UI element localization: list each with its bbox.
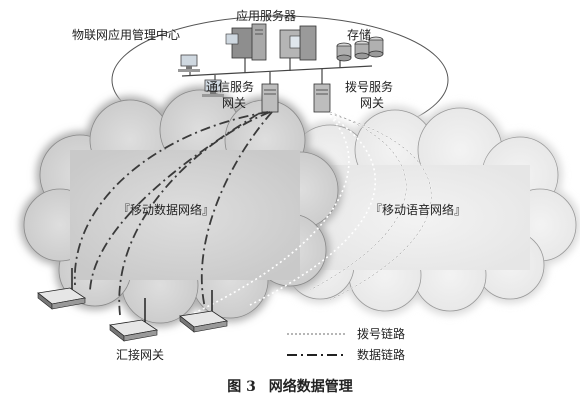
communication-gateway-server-icon [261, 83, 279, 113]
storage-label: 存储 [347, 28, 372, 42]
application-server-icon [225, 23, 267, 61]
aggregation-gateway-device [179, 290, 229, 333]
iot-center-label: 物联网应用管理中心 [72, 28, 181, 42]
mobile-data-network-cloud [20, 86, 342, 327]
data-links [74, 111, 273, 316]
workstation-icon [178, 54, 200, 72]
app-server-label: 应用服务器 [236, 9, 297, 23]
dial-gateway-label-2: 网关 [360, 96, 385, 110]
mobile-data-network-label: 『移动数据网络』 [118, 203, 215, 217]
application-server-icon [279, 25, 317, 61]
figure-number: 图 3 [227, 379, 256, 395]
aggregation-gateway-label: 汇接网关 [116, 348, 165, 362]
aggregation-gateway-device [109, 298, 159, 342]
legend-data-link-label: 数据链路 [357, 348, 406, 362]
figure-title: 网络数据管理 [268, 379, 353, 395]
comm-gateway-label-2: 网关 [222, 96, 247, 110]
comm-gateway-label-1: 通信服务 [206, 80, 255, 94]
figure-caption: 图 3 网络数据管理 [0, 376, 580, 396]
legend-dial-link-label: 拨号链路 [357, 327, 406, 341]
mobile-voice-network-label: 『移动语音网络』 [370, 203, 467, 217]
aggregation-gateway-device [37, 268, 87, 310]
dial-gateway-server-icon [313, 83, 331, 113]
storage-icon [336, 36, 384, 62]
dial-gateway-label-1: 拨号服务 [345, 80, 394, 94]
workstation-icon [202, 79, 224, 97]
